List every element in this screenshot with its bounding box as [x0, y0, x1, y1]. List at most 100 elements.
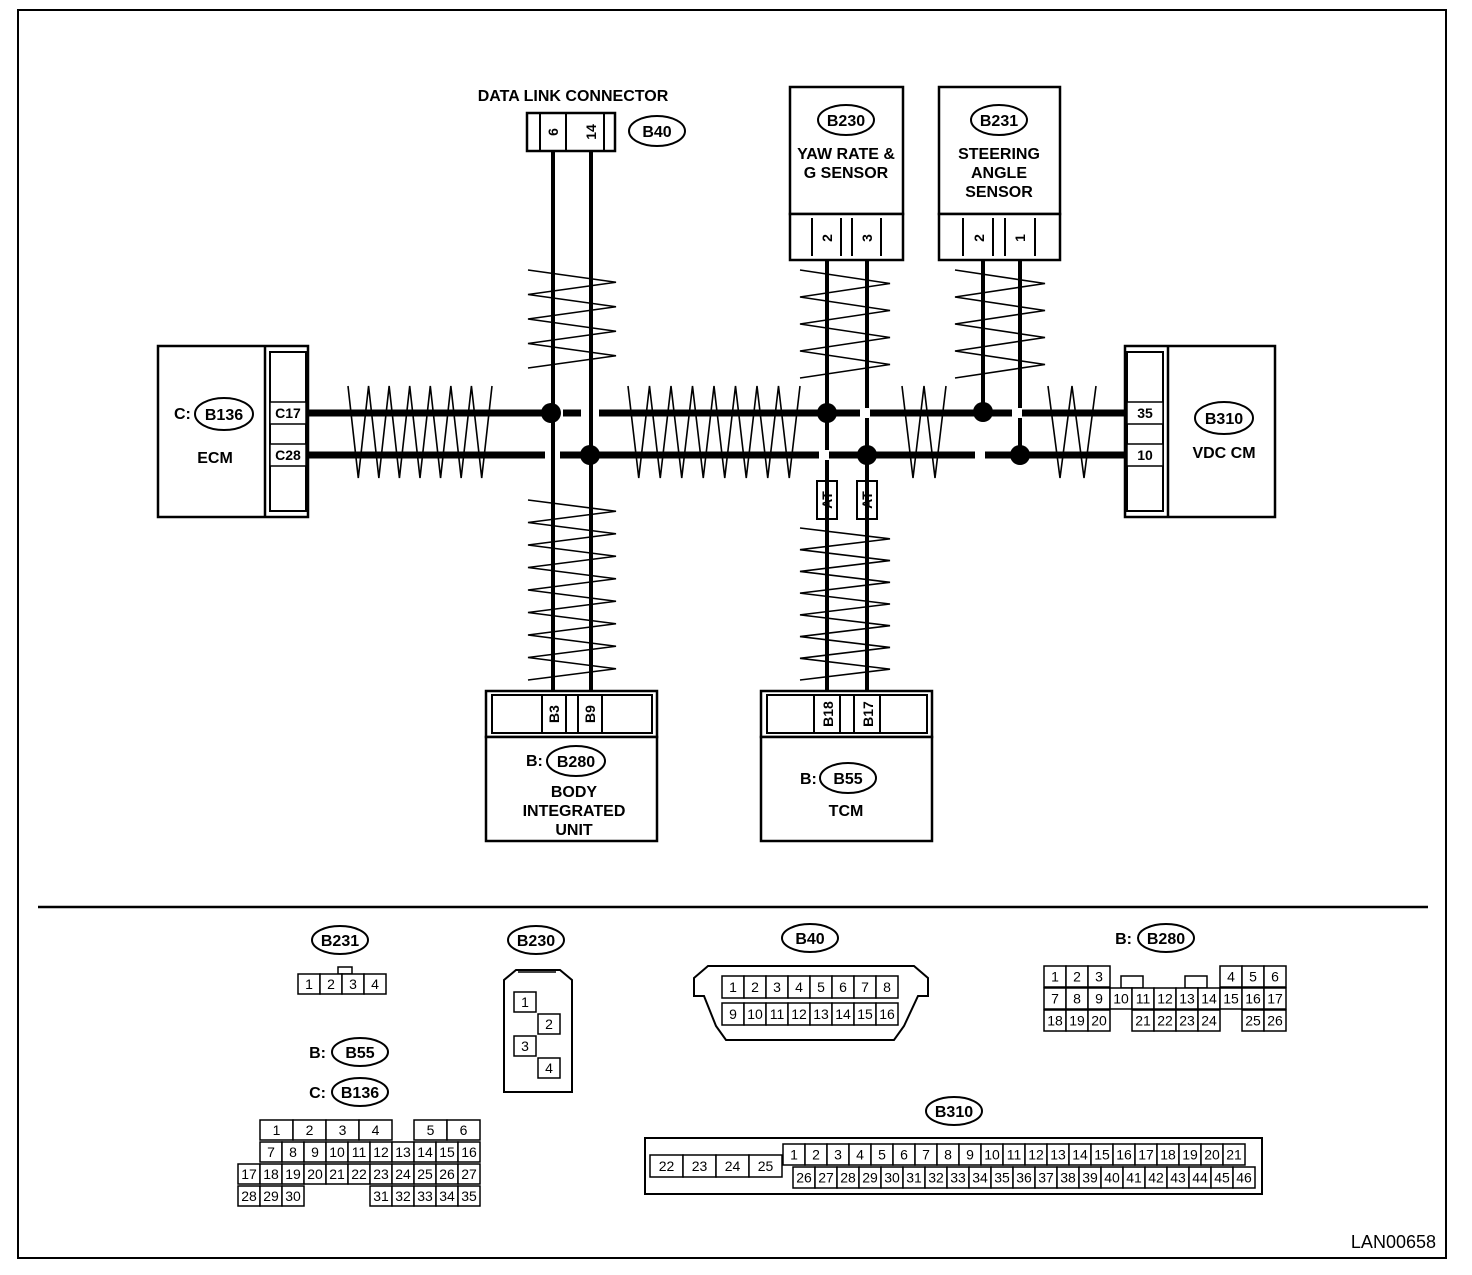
b136-row1a-pin: 1 — [273, 1122, 281, 1138]
twist-yaw-vertical — [799, 269, 891, 379]
b40-row1-pin: 8 — [883, 979, 891, 995]
b136-row2-pin: 9 — [311, 1144, 319, 1160]
b310-row1-pin: 5 — [878, 1147, 886, 1163]
b40-row2-pin: 10 — [747, 1006, 763, 1022]
tcm-connector-id: B55 — [833, 771, 862, 788]
dlc-label: DATA LINK CONNECTOR — [478, 88, 669, 105]
b310-row1-pin: 6 — [900, 1147, 908, 1163]
b310-row2-pin: 29 — [862, 1170, 878, 1186]
b230-pin: 4 — [545, 1060, 553, 1076]
b136-row2-pin: 15 — [439, 1144, 455, 1160]
b136-row3-pin: 17 — [241, 1166, 257, 1182]
b280-row2-pin: 9 — [1095, 991, 1103, 1007]
steer-pin-2: 2 — [971, 234, 987, 242]
b280-key-right — [1184, 975, 1208, 989]
twist-ecm-dlc — [347, 385, 493, 479]
dlc-module: DATA LINK CONNECTOR 6 14 B40 — [478, 88, 686, 153]
b40-row1-pin: 5 — [817, 979, 825, 995]
b310-row2-pin: 44 — [1192, 1170, 1208, 1186]
b280-row2-pin: 16 — [1245, 991, 1261, 1007]
twist-steer-vertical — [954, 269, 1046, 379]
b40-row1-pin: 6 — [839, 979, 847, 995]
junction-dot-5 — [1010, 445, 1030, 465]
b310-row2-pin: 27 — [818, 1170, 834, 1186]
ecm-pin-c17: C17 — [275, 405, 301, 421]
b310-view-oval — [925, 1096, 983, 1126]
b40-view-label: B40 — [795, 931, 824, 948]
b40-row2-pin: 16 — [879, 1006, 895, 1022]
b230-cell — [537, 1013, 561, 1035]
b136-row1b-pin: 6 — [460, 1122, 468, 1138]
b310-row2-pin: 37 — [1038, 1170, 1054, 1186]
b280-row2-pin: 17 — [1267, 991, 1283, 1007]
b230-cell — [513, 1035, 537, 1057]
b55-view-label: B55 — [345, 1045, 374, 1062]
wire-gap-2 — [819, 450, 829, 460]
b136-view-oval — [331, 1077, 389, 1107]
twist-biu-vertical — [527, 499, 617, 681]
b231-pin: 2 — [327, 976, 335, 992]
b40-row2-pin: 13 — [813, 1006, 829, 1022]
b136-row4a-pin: 28 — [241, 1188, 257, 1204]
b310-row1-pin: 21 — [1226, 1147, 1242, 1163]
b310-row1-pin: 8 — [944, 1147, 952, 1163]
b280-row1b-pin: 4 — [1227, 969, 1235, 985]
ecm-module: C17 C28 C: B136 ECM — [156, 344, 310, 519]
b280-row3c-pin: 26 — [1267, 1013, 1283, 1029]
b280-view-oval — [1137, 923, 1195, 953]
b136-row1a-cell — [358, 1119, 393, 1141]
twist-dlc-vertical — [527, 269, 617, 369]
b136-row2-cell — [457, 1141, 481, 1163]
b231-view-oval — [311, 925, 369, 955]
dlc-pin-14: 14 — [583, 124, 599, 140]
b136-row2-pin: 16 — [461, 1144, 477, 1160]
twist-tcm-vertical — [799, 527, 891, 681]
b310-row1-pin: 10 — [984, 1147, 1000, 1163]
b136-row2-pin: 10 — [329, 1144, 345, 1160]
figure-id: LAN00658 — [1351, 1232, 1436, 1252]
b136-view-label: B136 — [341, 1085, 379, 1102]
b310-row1-pin: 4 — [856, 1147, 864, 1163]
b40-row2-pin: 9 — [729, 1006, 737, 1022]
vdc-module: 35 10 B310 VDC CM — [1123, 344, 1277, 519]
b40-view-oval — [781, 923, 839, 953]
b136-row3-pin: 26 — [439, 1166, 455, 1182]
b136-row2-pin: 12 — [373, 1144, 389, 1160]
b310-row2-pin: 30 — [884, 1170, 900, 1186]
b136-row4b-pin: 35 — [461, 1188, 477, 1204]
b136-row1a-pin: 4 — [372, 1122, 380, 1138]
wire-gap-0 — [860, 408, 870, 418]
b310-row2-pin: 26 — [796, 1170, 812, 1186]
b136-row2-pin: 13 — [395, 1144, 411, 1160]
b136-row4b-pin: 32 — [395, 1188, 411, 1204]
b40-row2-pin: 11 — [770, 1006, 785, 1022]
b310-row2-pin: 28 — [840, 1170, 856, 1186]
b136-row3-pin: 20 — [307, 1166, 323, 1182]
b136-row1b-pin: 5 — [427, 1122, 435, 1138]
b136-row3-pin: 27 — [461, 1166, 477, 1182]
b280-row3c-pin: 25 — [1245, 1013, 1261, 1029]
tcm-label: TCM — [829, 803, 864, 820]
wire-harness — [306, 151, 1127, 691]
b40-row1-pin: 4 — [795, 979, 803, 995]
b280-row3b-pin: 23 — [1179, 1013, 1195, 1029]
ecm-connector-id: B136 — [205, 407, 243, 424]
b310-row2-pin: 31 — [906, 1170, 922, 1186]
b136-row1b-cell — [446, 1119, 481, 1141]
b310-row2-pin: 41 — [1126, 1170, 1142, 1186]
b136-row3-pin: 23 — [373, 1166, 389, 1182]
b136-row2-pin: 11 — [352, 1144, 367, 1160]
b230-cell — [537, 1057, 561, 1079]
steer-pin-1: 1 — [1012, 234, 1028, 242]
outer-frame — [17, 9, 1447, 1259]
b310-row2-pin: 46 — [1236, 1170, 1252, 1186]
yaw-label-line1: YAW RATE & — [797, 146, 895, 163]
yaw-pin-3: 3 — [859, 234, 875, 242]
junction-dot-1 — [817, 403, 837, 423]
wire-gap-3 — [975, 450, 985, 460]
b231-cell — [363, 973, 387, 995]
b280-row3b-cell — [1197, 1009, 1221, 1032]
biu-label-line3: UNIT — [555, 822, 593, 839]
b310-row2-pin: 42 — [1148, 1170, 1164, 1186]
b136-row4b-pin: 34 — [439, 1188, 455, 1204]
